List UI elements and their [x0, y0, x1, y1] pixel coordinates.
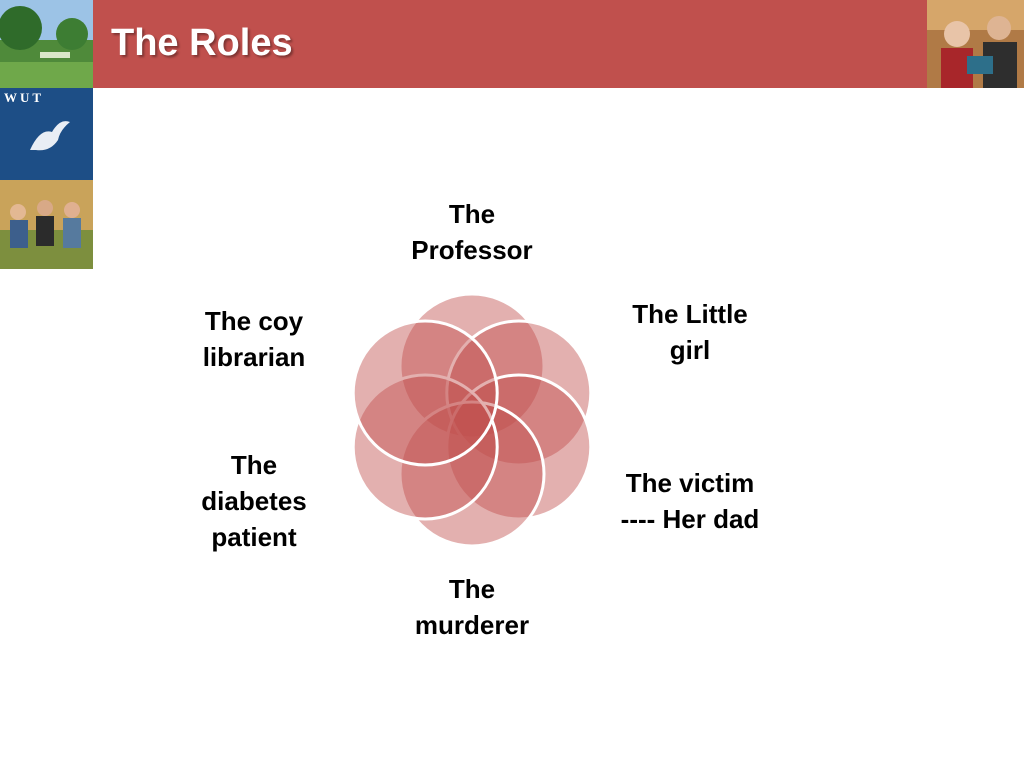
- cycle-circle: [398, 400, 546, 548]
- university-logo: WUT: [0, 88, 93, 180]
- role-label-line: The coy: [204, 306, 304, 336]
- cycle-circle: [398, 292, 546, 440]
- landscape-photo: [0, 0, 93, 88]
- role-diabetes-patient: The diabetes patient: [174, 447, 334, 555]
- role-victim: The victim ---- Her dad: [595, 465, 785, 537]
- role-label-line: ---- Her dad: [620, 504, 760, 534]
- slide-title: The Roles: [111, 22, 293, 64]
- role-label-line: Professor: [411, 235, 533, 265]
- role-label-line: The: [230, 450, 278, 480]
- role-label-line: librarian: [202, 342, 306, 372]
- bird-icon: [30, 121, 70, 151]
- role-little-girl: The Little girl: [600, 296, 780, 368]
- role-label-line: girl: [669, 335, 711, 365]
- readers-photo: [927, 0, 1024, 88]
- role-coy-librarian: The coy librarian: [174, 303, 334, 375]
- cycle-circle: [445, 319, 593, 467]
- role-label-line: murderer: [414, 610, 530, 640]
- role-label-line: The: [448, 199, 496, 229]
- title-bar: The Roles: [93, 0, 927, 88]
- students-photo: [0, 180, 93, 269]
- role-murderer: The murderer: [392, 571, 552, 643]
- role-label-line: The: [448, 574, 496, 604]
- role-label-line: The Little: [632, 299, 748, 329]
- cycle-circle: [351, 373, 499, 521]
- cycle-circle: [351, 319, 499, 467]
- role-label-line: The victim: [625, 468, 755, 498]
- role-label-line: diabetes: [201, 486, 307, 516]
- cycle-circle: [445, 373, 593, 521]
- role-label-line: patient: [211, 522, 297, 552]
- logo-text: WUT: [4, 90, 45, 105]
